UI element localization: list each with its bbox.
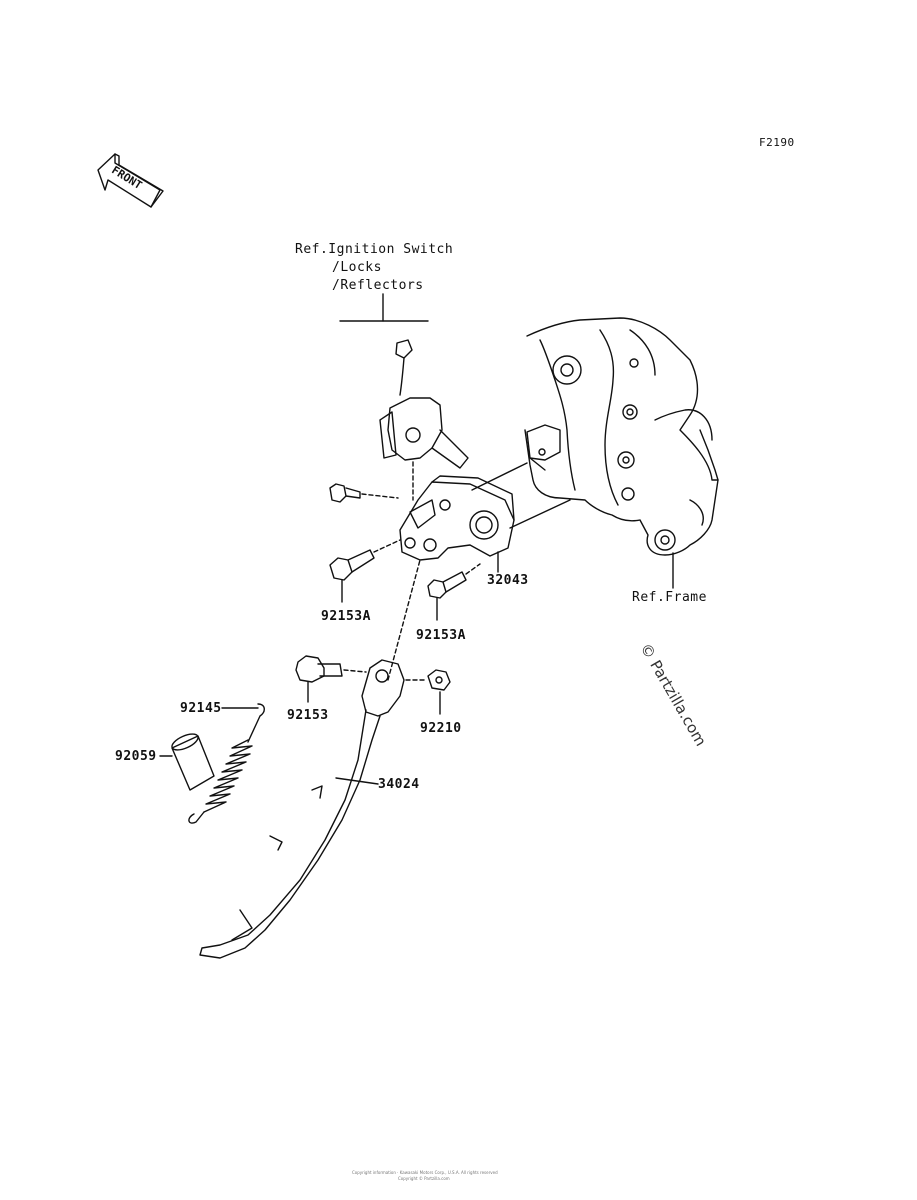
footer-line1: Copyright information · Kawasaki Motors …	[352, 1170, 498, 1175]
frame-section	[524, 317, 719, 556]
bolt-92153A-left	[329, 539, 401, 603]
ref-ignition-line2: /Locks	[332, 260, 382, 275]
part-label-92153A-right: 92153A	[416, 628, 466, 643]
part-label-92145: 92145	[180, 701, 222, 716]
part-label-92153: 92153	[287, 708, 329, 723]
collar-92059	[159, 733, 215, 791]
bolt-92153	[295, 655, 367, 703]
side-stand-34024	[199, 559, 421, 959]
side-stand-switch	[379, 339, 469, 501]
bracket-32043	[399, 462, 571, 573]
spring-92145	[188, 703, 265, 824]
ref-ignition-line3: /Reflectors	[332, 278, 424, 293]
ignition-ref-leader	[339, 293, 429, 322]
nut-92210	[405, 669, 451, 715]
figure-code: F2190	[759, 136, 795, 149]
part-label-92210: 92210	[420, 721, 462, 736]
bolt-92153A-right	[427, 563, 481, 621]
ref-frame-label: Ref.Frame	[632, 590, 707, 605]
bolt-upper	[329, 483, 399, 503]
part-label-92059: 92059	[115, 749, 157, 764]
ref-ignition-line1: Ref.Ignition Switch	[295, 242, 454, 257]
part-label-92153A-left: 92153A	[321, 609, 371, 624]
part-label-32043: 32043	[487, 573, 529, 588]
part-label-34024: 34024	[378, 777, 420, 792]
footer-line2: Copyright © Partzilla.com	[398, 1176, 450, 1181]
front-arrow-icon: FRONT	[97, 153, 164, 208]
